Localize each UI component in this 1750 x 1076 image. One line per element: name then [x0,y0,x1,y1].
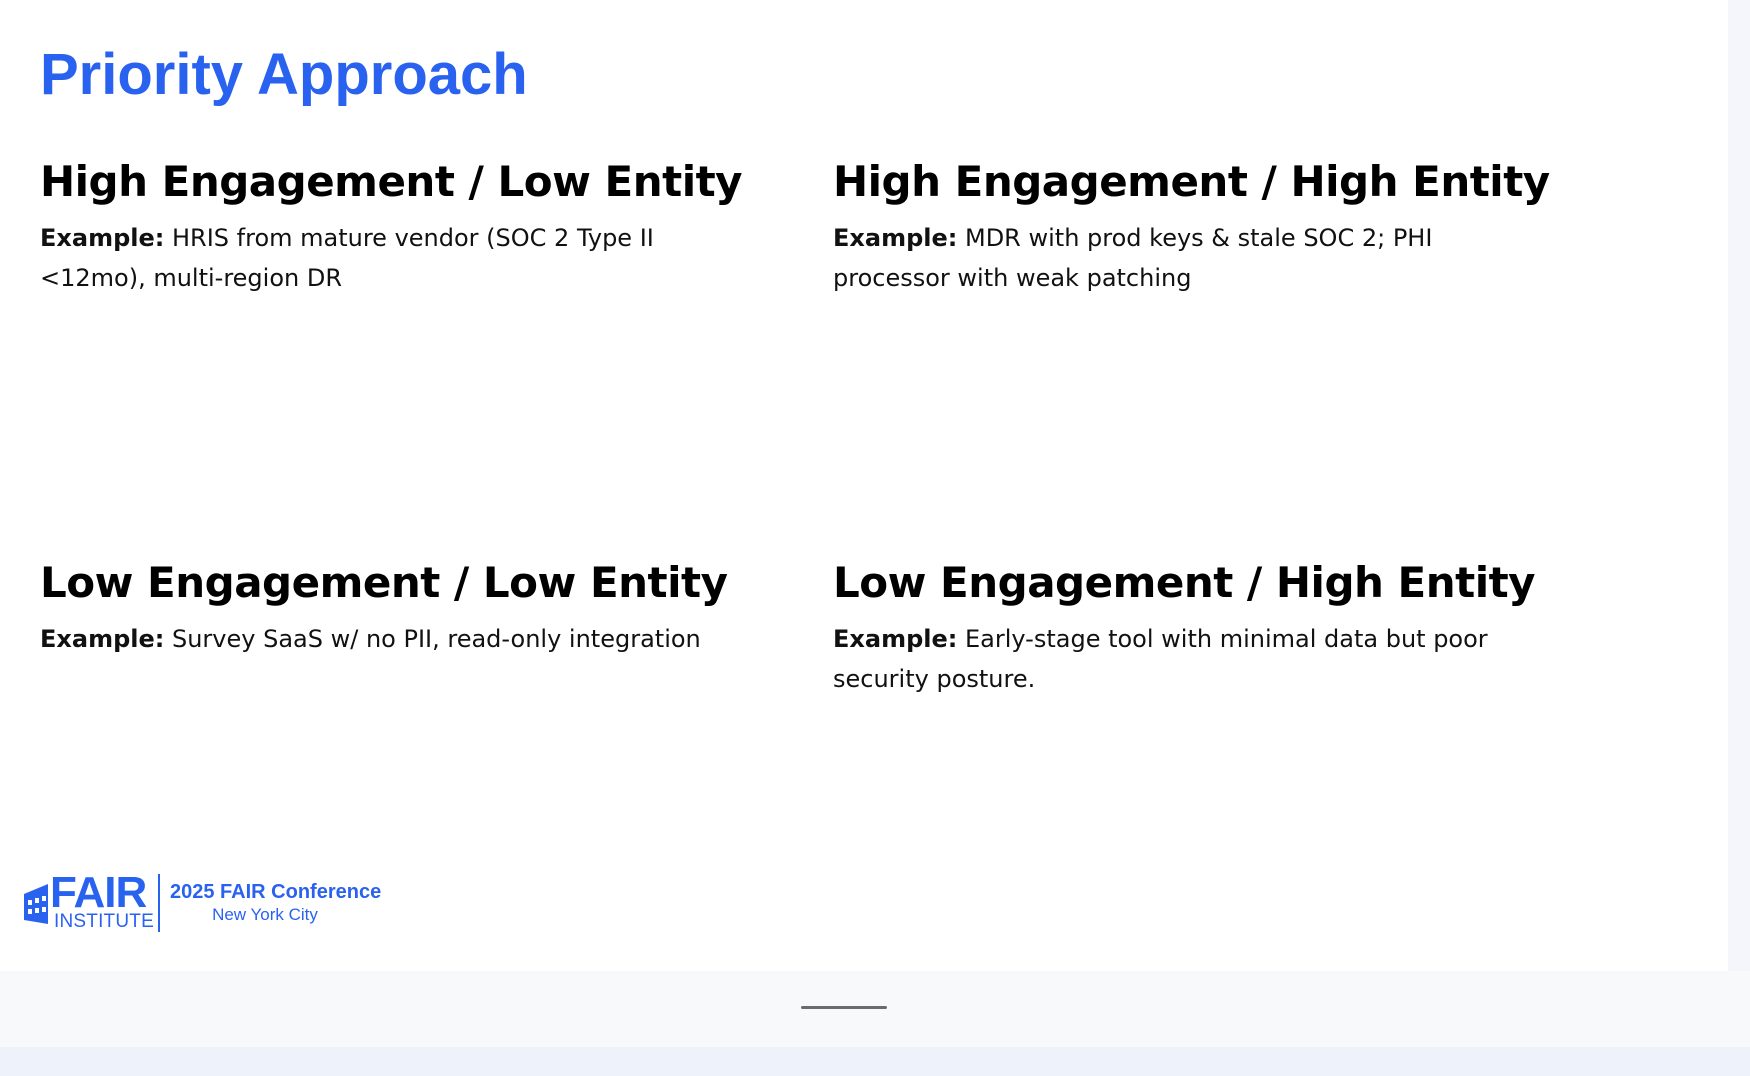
example-label: Example: [833,224,958,252]
quadrant-heading: High Engagement / High Entity [833,157,1550,206]
resize-drag-handle[interactable] [801,1006,887,1009]
logo-subtitle: INSTITUTE [54,911,154,932]
slide-canvas: Priority Approach High Engagement / Low … [0,0,1728,971]
quadrant-heading: High Engagement / Low Entity [40,157,743,206]
fair-conference-footer: FAIR INSTITUTE 2025 FAIR Conference New … [22,868,422,934]
logo-divider [158,874,160,932]
quadrant-high-engagement-high-entity: High Engagement / High Entity Example: M… [833,152,1553,298]
example-text: HRIS from mature vendor (SOC 2 Type II <… [40,224,654,292]
quadrant-heading: Low Engagement / Low Entity [40,558,728,607]
slide-title: Priority Approach [40,42,528,107]
quadrant-heading: Low Engagement / High Entity [833,558,1536,607]
logo-wordmark: FAIR [50,868,147,917]
bottom-panel [0,971,1750,1047]
quadrant-high-engagement-low-entity: High Engagement / Low Entity Example: HR… [40,152,760,298]
fair-institute-logo-icon [24,884,48,924]
quadrant-example: Example: MDR with prod keys & stale SOC … [833,218,1553,298]
quadrant-low-engagement-low-entity: Low Engagement / Low Entity Example: Sur… [40,553,760,659]
example-text: Early-stage tool with minimal data but p… [833,625,1488,693]
conference-title: 2025 FAIR Conference [170,881,382,903]
quadrant-example: Example: HRIS from mature vendor (SOC 2 … [40,218,760,298]
example-label: Example: [833,625,958,653]
quadrant-low-engagement-high-entity: Low Engagement / High Entity Example: Ea… [833,553,1553,699]
bottom-strip [0,1047,1750,1076]
quadrant-example: Example: Survey SaaS w/ no PII, read-onl… [40,619,760,659]
example-label: Example: [40,625,165,653]
example-text: Survey SaaS w/ no PII, read-only integra… [164,625,701,653]
example-text: MDR with prod keys & stale SOC 2; PHI pr… [833,224,1433,292]
quadrant-example: Example: Early-stage tool with minimal d… [833,619,1553,699]
conference-city: New York City [212,905,318,924]
example-label: Example: [40,224,165,252]
right-edge-scroll-area [1728,0,1750,971]
